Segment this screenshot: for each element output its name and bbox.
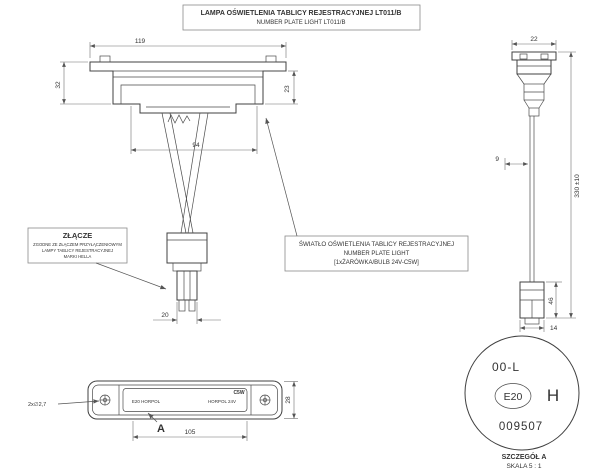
- screw-hole-left-icon: [99, 394, 111, 406]
- title-line1: LAMPA OŚWIETLENIA TABLICY REJESTRACYJNEJ…: [201, 8, 402, 17]
- detail-homologation: H: [547, 386, 559, 405]
- connector-note-line3: MARKI HELLA: [64, 254, 92, 259]
- side-view: 22 9 330 ±10 46 14: [495, 36, 581, 332]
- connector-note-title: ZŁĄCZE: [63, 231, 93, 240]
- connector-note-line2: LAMPY TABLICY REJESTRACYJNEJ: [42, 248, 113, 253]
- connector-front: [166, 232, 208, 312]
- dim-9: 9: [495, 156, 499, 163]
- detail-code: 00-L: [492, 360, 520, 374]
- light-note-line3: [1xŻARÓWKA/BULB 24V-C5W]: [334, 259, 419, 266]
- dim-32: 32: [55, 81, 62, 89]
- front-view: E20 HORPOL HORPOL 24V C5W 105 28 2x∅2,7 …: [28, 380, 298, 441]
- wire-squiggle-icon: [167, 114, 191, 124]
- top-section-view: 119 32 23 94 20: [55, 38, 298, 324]
- title-block: LAMPA OŚWIETLENIA TABLICY REJESTRACYJNEJ…: [182, 4, 421, 31]
- screw-hole-right-icon: [259, 394, 271, 406]
- holes-callout: 2x∅2,7: [28, 401, 46, 408]
- lens-marking-left: E20 HORPOL: [132, 399, 161, 404]
- light-note-leader: [265, 117, 298, 237]
- connector-side: [519, 281, 545, 325]
- detail-number: 009507: [499, 421, 543, 433]
- lens-marking-right: HORPOL 24V: [208, 399, 236, 404]
- connector-note: ZŁĄCZE ZGODNE ZE ZŁĄCZEM PRZYŁĄCZENIOWYM…: [27, 227, 167, 290]
- holes-leader: [57, 399, 100, 405]
- title-border: [182, 4, 421, 31]
- lens-marking-bulb: C5W: [233, 390, 244, 396]
- dim-46: 46: [548, 297, 555, 305]
- detail-e-mark: E20: [504, 391, 523, 403]
- dim-22: 22: [530, 36, 538, 43]
- detail-a-view: 00-L E20 H 009507 SZCZEGÓŁ A SKALA 5 : 1: [464, 335, 580, 470]
- connector-note-line1: ZGODNE ZE ZŁĄCZEM PRZYŁĄCZENIOWYM: [33, 242, 122, 247]
- dim-14: 14: [550, 325, 558, 332]
- detail-ref-leader: [147, 412, 158, 423]
- dim-105: 105: [185, 429, 196, 436]
- dim-94: 94: [192, 142, 200, 149]
- dim-28: 28: [285, 396, 292, 404]
- detail-caption-line2: SKALA 5 : 1: [506, 463, 541, 470]
- connector-note-leader: [95, 262, 167, 290]
- detail-caption-line1: SZCZEGÓŁ A: [502, 452, 547, 461]
- dim-23: 23: [284, 85, 291, 93]
- light-note: ŚWIATŁO OŚWIETLENIA TABLICY REJESTRACYJN…: [265, 117, 469, 272]
- dim-20: 20: [161, 312, 169, 319]
- e-mark-oval-icon: [494, 383, 532, 409]
- light-note-line1: ŚWIATŁO OŚWIETLENIA TABLICY REJESTRACYJN…: [299, 240, 454, 248]
- light-note-line2: NUMBER PLATE LIGHT: [344, 251, 410, 257]
- detail-ref-label: A: [157, 423, 165, 435]
- dim-330: 330 ±10: [574, 174, 581, 198]
- title-line2: NUMBER PLATE LIGHT LT011/B: [257, 20, 346, 26]
- dim-119: 119: [135, 38, 146, 45]
